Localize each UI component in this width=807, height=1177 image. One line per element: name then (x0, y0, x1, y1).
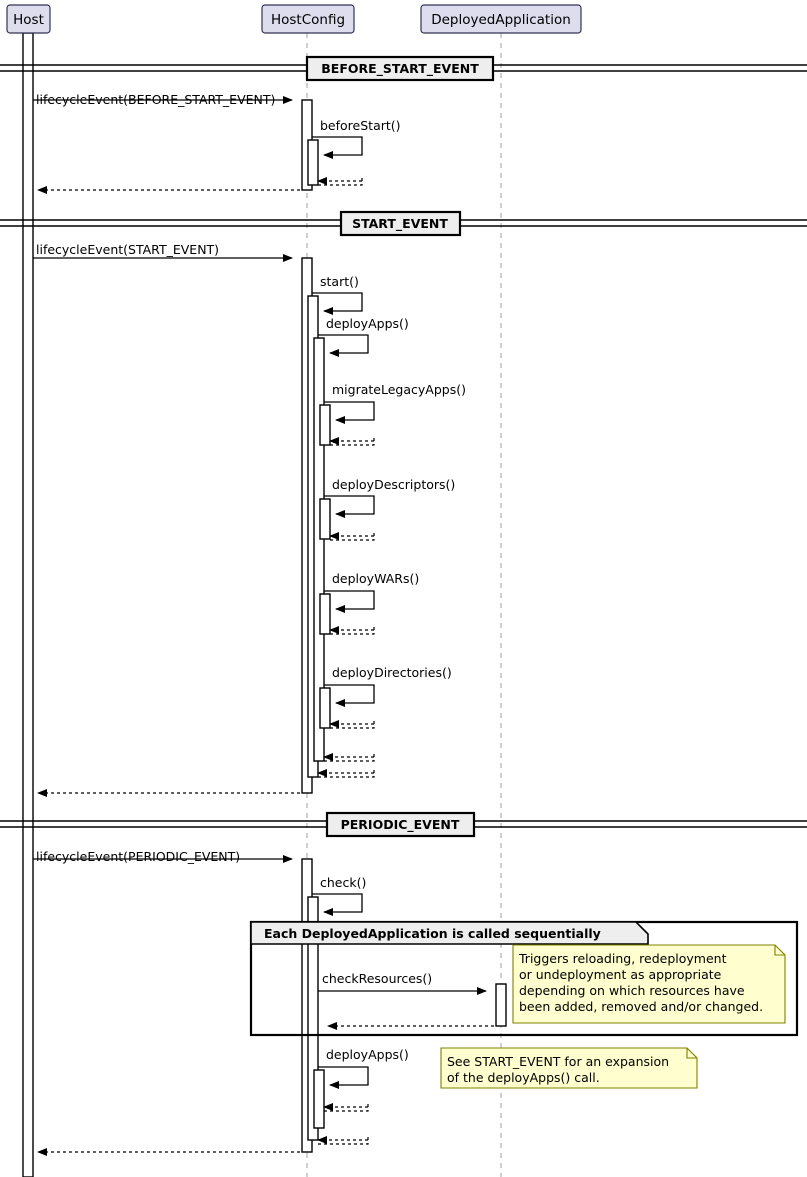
note-deploy-apps-line-2: of the deployApps() call. (447, 1070, 600, 1085)
message-arrow-m7 (324, 401, 375, 424)
activation-hostconfig-beforestart-inner (307, 139, 319, 186)
message-label-m12: lifecycleEvent(PERIODIC_EVENT) (36, 849, 240, 864)
message-label-m16: deployApps() (326, 1047, 409, 1062)
note-check-resources-fold (774, 945, 785, 956)
activation-hostconfig-deploydescriptors (319, 498, 331, 540)
activation-hostconfig-migratelegacyapps (319, 404, 331, 446)
message-return-m10-leg (330, 719, 375, 729)
message-return-m9-leg (330, 625, 375, 635)
message-label-m4: lifecycleEvent(START_EVENT) (36, 242, 219, 257)
note-check-resources-body (512, 944, 786, 1024)
message-label-m13: check() (320, 875, 366, 890)
activation-deployedapplication-checkresources (495, 983, 507, 1027)
note-check-resources-line-1: Triggers reloading, redeployment (518, 951, 727, 966)
message-label-m2: beforeStart() (320, 118, 401, 133)
note-deploy-apps: See START_EVENT for an expansion of the … (440, 1047, 698, 1089)
note-deploy-apps-line-1: See START_EVENT for an expansion (447, 1054, 669, 1069)
activation-bars (22, 32, 507, 1177)
message-arrow-m9 (324, 590, 375, 613)
divider-periodic-event: PERIODIC_EVENT (0, 811, 807, 838)
divider-label-3: PERIODIC_EVENT (341, 817, 460, 833)
group-label: Each DeployedApplication is called seque… (264, 926, 601, 941)
note-check-resources: Triggers reloading, redeployment or unde… (512, 944, 786, 1024)
note-check-resources-line-4: been added, removed and/or changed. (519, 999, 763, 1014)
divider-start-event: START_EVENT (0, 210, 807, 237)
messages: lifecycleEvent(BEFORE_START_EVENT) befor… (33, 92, 494, 1156)
note-deploy-apps-body (440, 1047, 698, 1089)
divider-label-1: BEFORE_START_EVENT (321, 61, 479, 77)
message-label-m8: deployDescriptors() (332, 477, 455, 492)
message-label-m7: migrateLegacyApps() (332, 382, 466, 397)
message-return-check-leg (318, 1135, 369, 1145)
divider-before-start-event: BEFORE_START_EVENT (0, 55, 807, 82)
activation-hostconfig-start-l2 (313, 337, 325, 762)
message-return-m7-leg (330, 436, 375, 446)
message-label-m5: start() (320, 274, 359, 289)
message-label-m1: lifecycleEvent(BEFORE_START_EVENT) (36, 92, 275, 107)
participant-hostconfig-box[interactable] (261, 4, 355, 34)
note-check-resources-line-3: depending on which resources have (519, 983, 745, 998)
participant-deployedapplication-box[interactable] (420, 4, 582, 34)
divider-label-2: START_EVENT (352, 216, 448, 232)
group-header-tab (250, 921, 649, 945)
participant-deployedapplication[interactable]: DeployedApplication (420, 4, 582, 34)
message-label-m6: deployApps() (326, 316, 409, 331)
note-check-resources-line-2: or undeployment as appropriate (519, 967, 722, 982)
message-return-start-leg (318, 768, 375, 778)
divider-label-box-2 (339, 210, 462, 237)
activation-host-main (22, 32, 34, 1177)
participant-host[interactable]: Host (6, 4, 51, 34)
message-label-m9: deployWARs() (332, 571, 419, 586)
activation-hostconfig-deploywars (319, 593, 331, 635)
message-arrow-m6 (318, 334, 369, 357)
message-label-m10: deployDirectories() (332, 665, 452, 680)
message-label-m14: checkResources() (322, 971, 432, 986)
activation-hostconfig-deploydirectories (319, 687, 331, 729)
message-arrow-m10 (324, 684, 375, 707)
divider-label-box-3 (325, 811, 476, 838)
message-return-m2-leg (318, 176, 363, 186)
message-arrow-m2 (312, 136, 363, 159)
message-arrow-m8 (324, 495, 375, 518)
participant-hostconfig-label: HostConfig (271, 12, 345, 28)
message-arrow-m13 (312, 893, 363, 916)
participant-host-label: Host (13, 12, 44, 28)
note-deploy-apps-fold (686, 1048, 697, 1059)
message-arrow-m5 (312, 292, 363, 315)
activation-hostconfig-periodic-l1 (307, 896, 319, 1141)
message-return-m8-leg (330, 531, 375, 541)
group-sequential: Each DeployedApplication is called seque… (249, 920, 799, 1037)
participant-deployedapplication-label: DeployedApplication (431, 12, 571, 28)
activation-hostconfig-periodic-deployapps (313, 1069, 325, 1129)
message-arrow-m16 (318, 1066, 369, 1089)
divider-label-box-1 (305, 55, 495, 82)
participant-host-box[interactable] (6, 4, 51, 34)
message-return-deployapps-leg (324, 752, 375, 762)
message-return-m16-leg (324, 1102, 369, 1112)
participant-hostconfig[interactable]: HostConfig (261, 4, 355, 34)
